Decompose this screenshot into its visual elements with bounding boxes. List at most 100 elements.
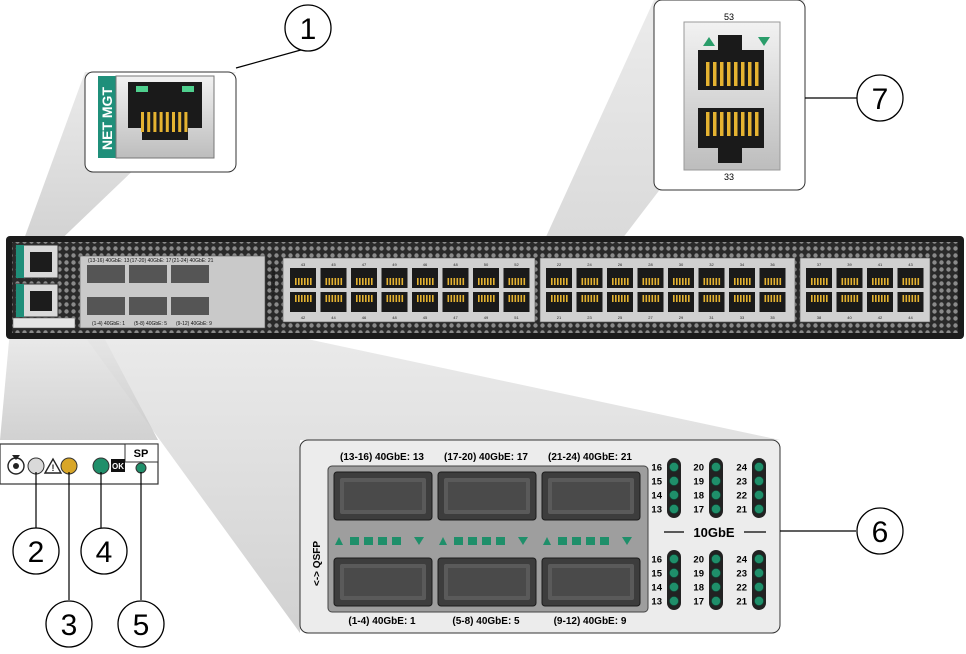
sp-label: SP xyxy=(134,448,149,460)
switch-chassis: (13-16) 40GbE: 13 (17-20) 40GbE: 17 (21-… xyxy=(6,236,964,339)
qsfp-label-bottom-3: (9-12) 40GbE: 9 xyxy=(554,616,627,627)
callout-1: 1 xyxy=(284,4,332,52)
qsfp-label-bottom-1: (1-4) 40GbE: 1 xyxy=(348,616,416,627)
rj45-zoom-bottom-number: 33 xyxy=(724,172,734,182)
tengbe-led-number: 22 xyxy=(736,583,747,594)
chassis-port-number-top: 24 xyxy=(587,262,592,267)
chassis-rj45-port-pair: 30 29 xyxy=(668,262,694,320)
tengbe-led-number: 23 xyxy=(736,477,747,488)
chassis-rj45-port-pair: 48 47 xyxy=(442,262,469,320)
chassis-port-number-bottom: 51 xyxy=(514,315,519,320)
tengbe-led-number: 15 xyxy=(651,569,662,580)
chassis-port-number-top: 32 xyxy=(709,262,714,267)
callout-4: 4 xyxy=(80,527,128,575)
chassis-port-number-bottom: 31 xyxy=(709,315,714,320)
zoom-cone-qsfp xyxy=(80,330,780,633)
qsfp-cage xyxy=(541,557,641,607)
tengbe-led-number: 23 xyxy=(736,569,747,580)
tengbe-led-number: 21 xyxy=(736,597,747,608)
chassis-port-number-bottom: 38 xyxy=(817,315,822,320)
callout-leaders xyxy=(35,47,857,600)
net-mgt-activity-led xyxy=(182,86,194,92)
chassis-rj45-port-pair: 28 27 xyxy=(637,262,664,320)
tengbe-led-number: 21 xyxy=(736,505,747,516)
tengbe-led-number: 17 xyxy=(693,597,704,608)
chassis-port-number-top: 43 xyxy=(301,262,306,267)
fault-warning-icon: ! xyxy=(43,457,63,474)
qsfp-label-bottom-2: (5-8) 40GbE: 5 xyxy=(452,616,520,627)
chassis-qsfp-cages xyxy=(87,265,209,315)
tengbe-led-number: 20 xyxy=(693,463,704,474)
tengbe-led-number: 19 xyxy=(693,569,704,580)
qsfp-cage xyxy=(437,557,537,607)
tengbe-label: 10GbE xyxy=(693,525,735,540)
qsfp-label-top-1: (13-16) 40GbE: 13 xyxy=(340,452,424,463)
led-panel-zoom: SP ! OK xyxy=(0,443,159,485)
chassis-port-number-top: 45 xyxy=(331,262,336,267)
chassis-port-number-top: 22 xyxy=(557,262,562,267)
tengbe-led-number: 19 xyxy=(693,477,704,488)
qsfp-label-top-3: (21-24) 40GbE: 21 xyxy=(548,452,632,463)
chassis-qsfp-label-top-3: (21-24) 40GbE: 21 xyxy=(172,258,214,264)
chassis-port-number-top: 49 xyxy=(392,262,397,267)
svg-text:1: 1 xyxy=(300,13,317,46)
chassis-10gbase-label: <-> 10GBase-T xyxy=(271,266,277,300)
chassis-port-number-top: 48 xyxy=(453,262,458,267)
chassis-rj45-port-pair: 41 42 xyxy=(867,262,893,320)
svg-text:!: ! xyxy=(52,463,55,473)
chassis-port-number-top: 37 xyxy=(817,262,822,267)
chassis-port-number-bottom: 27 xyxy=(648,315,653,320)
rj45-pair-zoom: 53 33 xyxy=(653,0,806,191)
chassis-port-number-top: 36 xyxy=(770,262,775,267)
ok-label: OK xyxy=(112,462,124,471)
qsfp-led-row xyxy=(439,537,528,545)
chassis-qsfp-label-bottom-2: (5-8) 40GbE: 5 xyxy=(134,321,167,327)
chassis-port-number-bottom: 29 xyxy=(679,315,684,320)
svg-text:7: 7 xyxy=(872,83,889,116)
chassis-port-number-bottom: 33 xyxy=(740,315,745,320)
zoom-cone-led xyxy=(0,330,158,440)
qsfp-label-top-2: (17-20) 40GbE: 17 xyxy=(444,452,528,463)
chassis-port-number-bottom: 46 xyxy=(362,315,367,320)
rj45-zoom-top-number: 53 xyxy=(724,12,734,22)
chassis-port-number-bottom: 21 xyxy=(557,315,562,320)
svg-text:5: 5 xyxy=(133,609,150,642)
callout-7: 7 xyxy=(856,74,904,122)
callout-2: 2 xyxy=(12,527,60,575)
tengbe-led-number: 24 xyxy=(736,463,747,474)
tengbe-led-number: 16 xyxy=(651,463,662,474)
rj45-up-arrow-icon xyxy=(703,37,715,46)
chassis-rj45-ports: 4342454447464948464548475049525122212423… xyxy=(290,262,924,320)
tengbe-led-number: 17 xyxy=(693,505,704,516)
fault-led xyxy=(60,457,78,475)
chassis-port-number-top: 30 xyxy=(679,262,684,267)
tengbe-led-number: 13 xyxy=(651,505,662,516)
chassis-port-number-bottom: 44 xyxy=(908,315,913,320)
chassis-port-number-bottom: 42 xyxy=(878,315,883,320)
qsfp-cage xyxy=(333,557,433,607)
svg-text:4: 4 xyxy=(96,536,113,569)
callout-5: 5 xyxy=(117,600,165,648)
chassis-rj45-port-pair: 32 31 xyxy=(698,262,725,320)
tengbe-led-number: 16 xyxy=(651,555,662,566)
chassis-port-number-top: 28 xyxy=(648,262,653,267)
qsfp-cages xyxy=(333,471,641,607)
chassis-port-number-top: 41 xyxy=(878,262,883,267)
qsfp-cage xyxy=(541,471,641,521)
chassis-port-number-bottom: 47 xyxy=(453,315,458,320)
